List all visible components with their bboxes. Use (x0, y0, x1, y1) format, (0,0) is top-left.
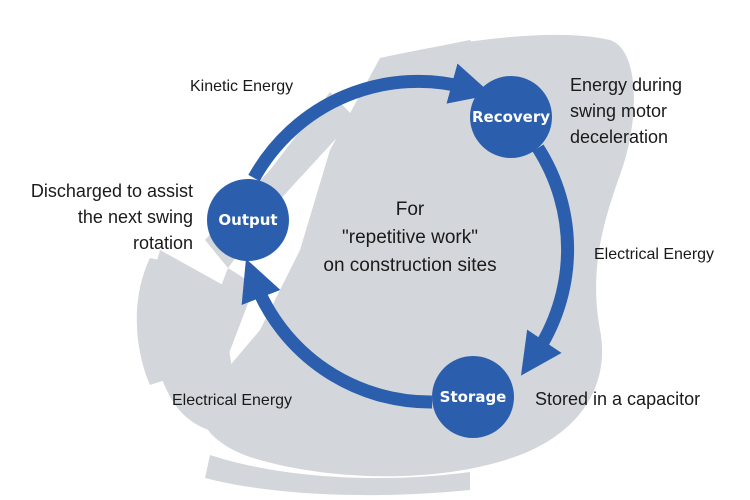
node-recovery-label: Recovery (472, 108, 550, 126)
node-output-label: Output (218, 211, 277, 229)
edge-label-electrical-energy-recovery-storage: Electrical Energy (594, 246, 715, 263)
node-storage: Storage (432, 356, 514, 438)
description-recovery-line: swing motor (570, 101, 668, 121)
arrow-electrical-energy-to-output (241, 258, 433, 409)
description-output-line: Discharged to assist (30, 181, 193, 201)
node-recovery: Recovery (470, 76, 552, 158)
edge-label-electrical-energy-storage-output: Electrical Energy (172, 392, 293, 409)
arrow-kinetic-energy (248, 63, 493, 182)
node-output: Output (207, 179, 289, 261)
cycle-arrows (241, 63, 575, 409)
description-recovery-line: Energy during (570, 75, 683, 95)
node-storage-label: Storage (440, 388, 507, 406)
node-recovery-circle (470, 76, 552, 158)
description-recovery-line: deceleration (570, 127, 669, 147)
node-storage-circle (432, 356, 514, 438)
description-storage: Stored in a capacitor (535, 389, 701, 409)
edge-label-kinetic-energy: Kinetic Energy (190, 78, 294, 95)
description-output-line: the next swing (77, 207, 193, 227)
center-caption-line: For (395, 199, 425, 220)
center-caption: For "repetitive work" on construction si… (290, 196, 530, 280)
description-output: Discharged to assist the next swing rota… (31, 178, 193, 256)
description-recovery: Energy during swing motor deceleration (570, 72, 682, 150)
description-output-line: rotation (132, 233, 193, 253)
node-output-circle (207, 179, 289, 261)
arrow-electrical-energy-to-storage (520, 144, 575, 376)
center-caption-line: "repetitive work" (342, 227, 478, 248)
center-caption-line: on construction sites (323, 255, 497, 276)
